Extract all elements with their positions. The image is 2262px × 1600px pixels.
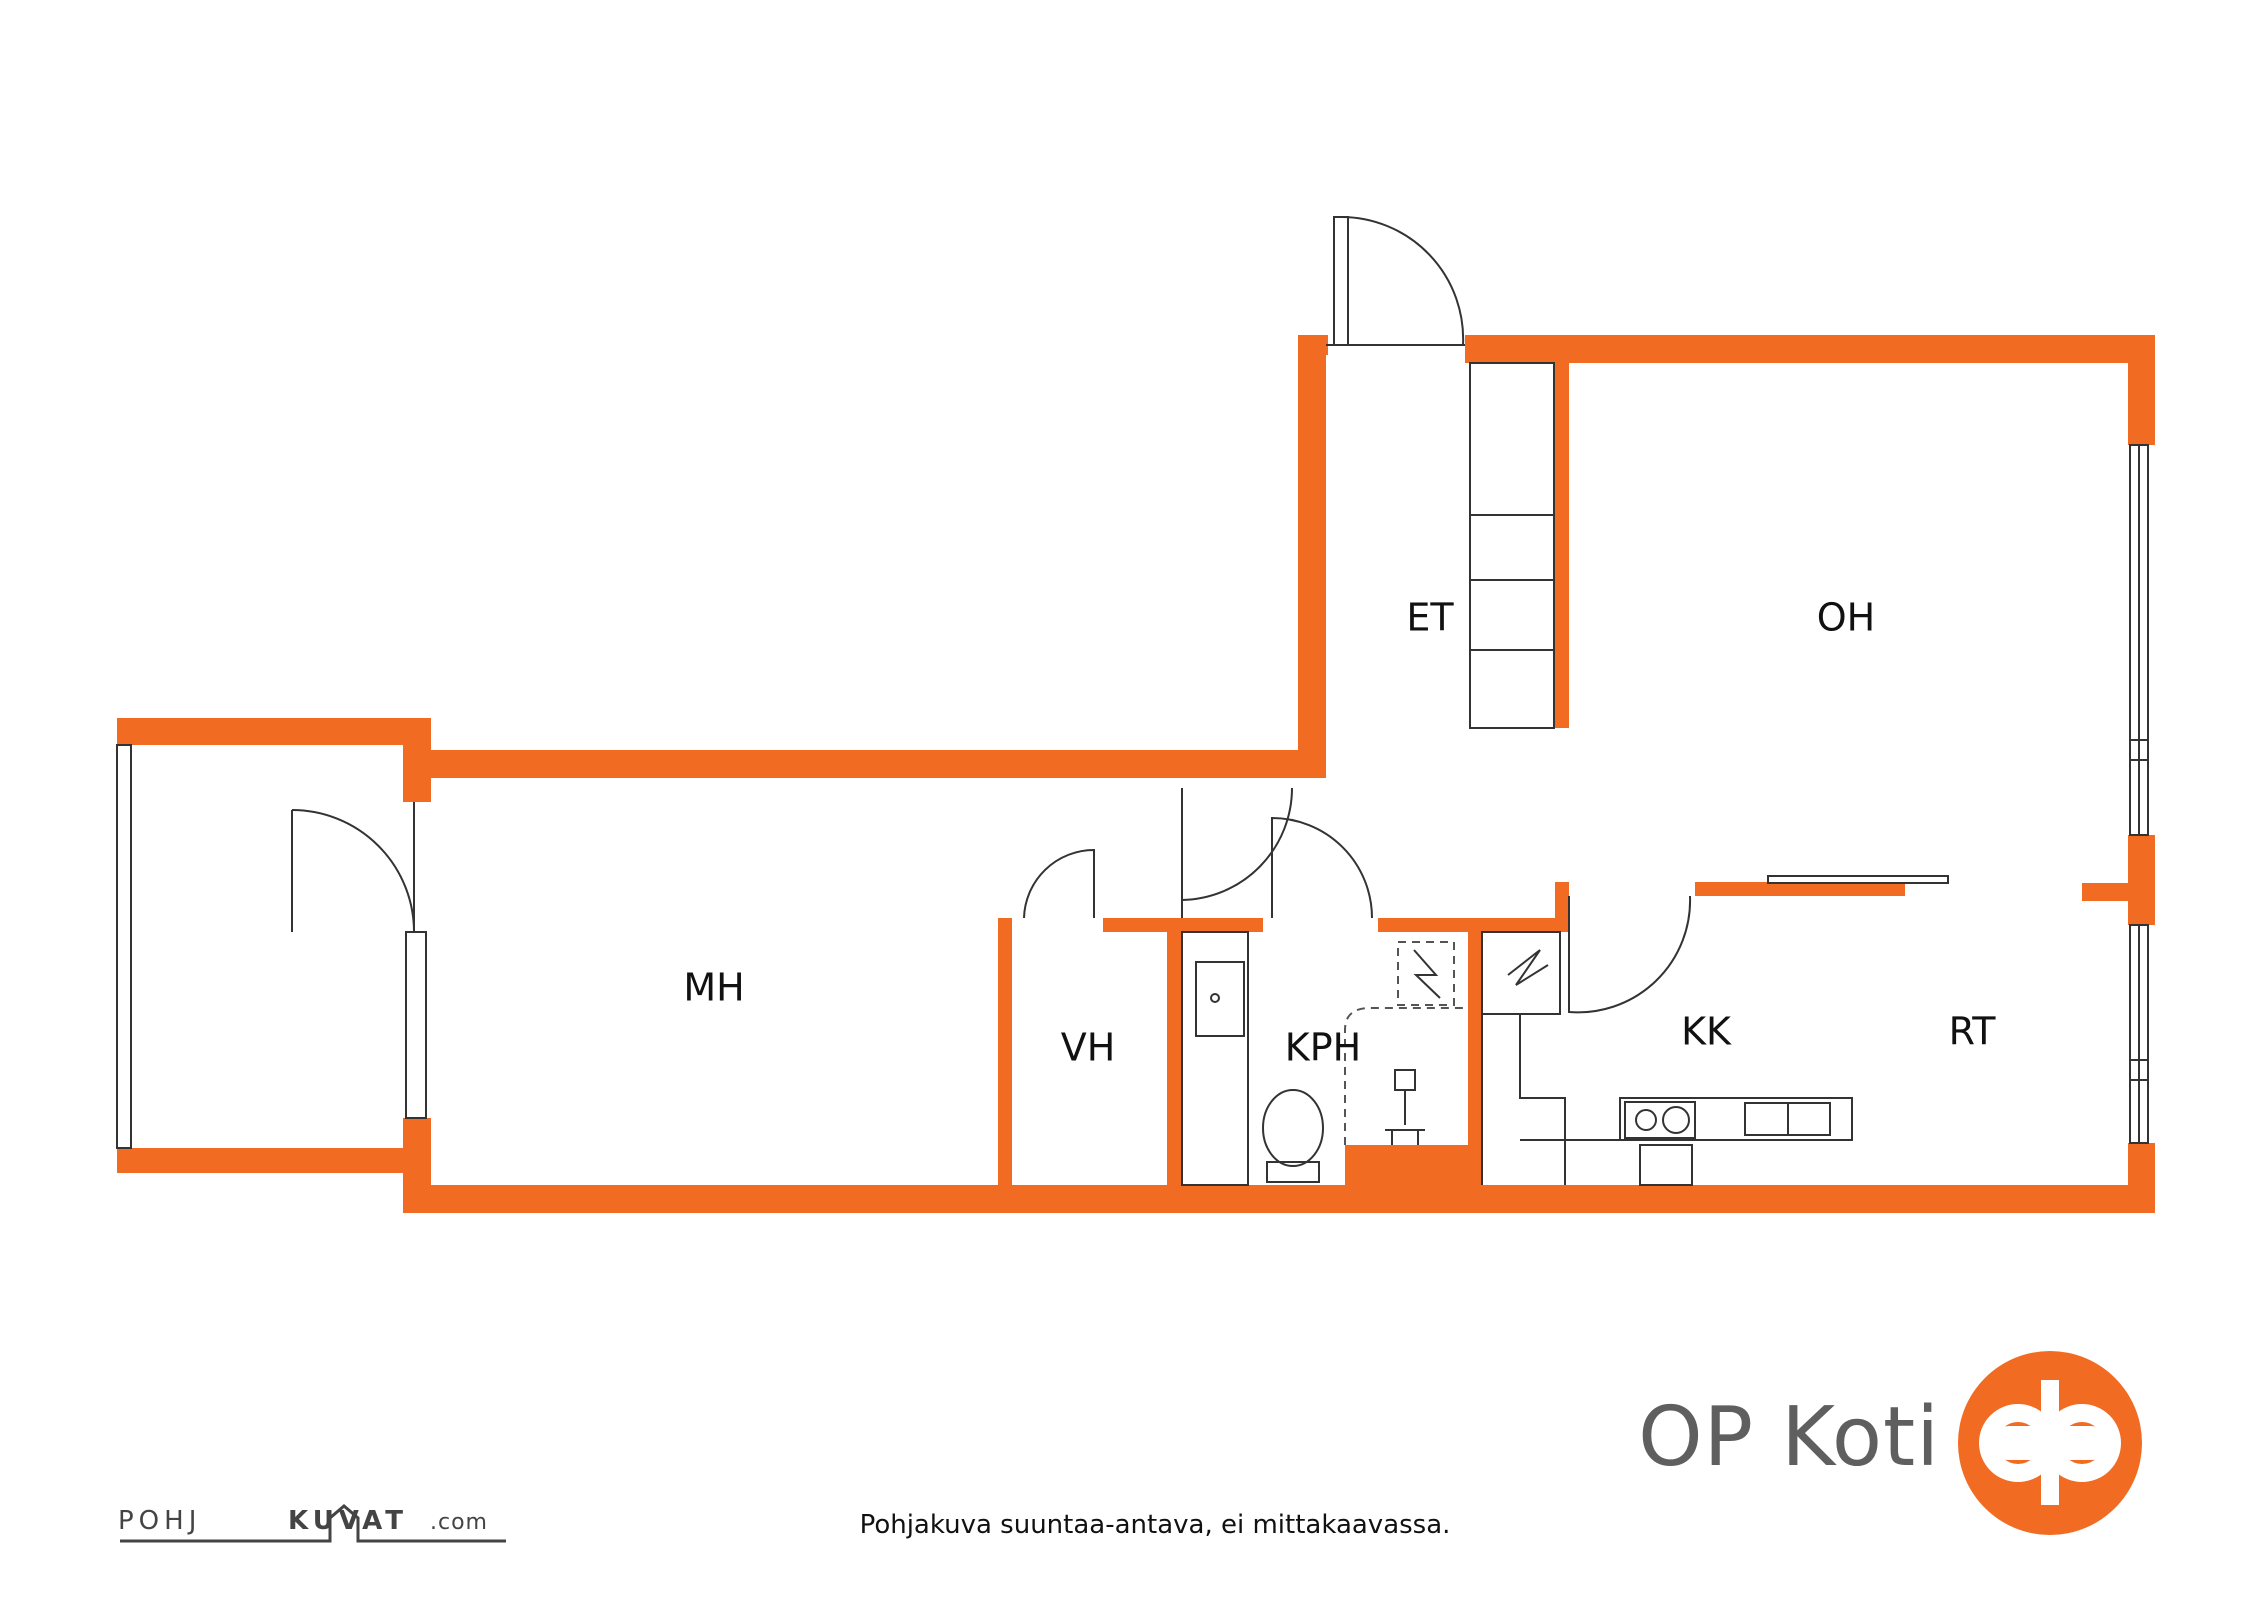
watermark: POHJ KUVAT .com xyxy=(118,1496,508,1546)
brand-name: OP Koti xyxy=(1638,1390,1940,1485)
walls xyxy=(117,335,2155,1213)
room-label-kph: KPH xyxy=(1285,1026,1361,1070)
room-labels: ET OH MH VH KPH KK RT xyxy=(683,596,1996,1070)
watermark-left: POHJ xyxy=(118,1506,202,1536)
watermark-right: KUVAT xyxy=(288,1506,408,1536)
watermark-suffix: .com xyxy=(430,1510,488,1535)
room-label-vh: VH xyxy=(1061,1026,1116,1070)
disclaimer-note: Pohjakuva suuntaa-antava, ei mittakaavas… xyxy=(859,1510,1451,1540)
room-label-kk: KK xyxy=(1681,1010,1732,1054)
room-label-mh: MH xyxy=(683,966,744,1010)
op-logo-icon xyxy=(1958,1351,2142,1535)
watermark-outline xyxy=(120,1504,506,1543)
room-label-et: ET xyxy=(1406,596,1454,640)
room-label-rt: RT xyxy=(1949,1010,1997,1054)
room-label-oh: OH xyxy=(1817,596,1875,640)
fixtures xyxy=(116,215,2149,1186)
